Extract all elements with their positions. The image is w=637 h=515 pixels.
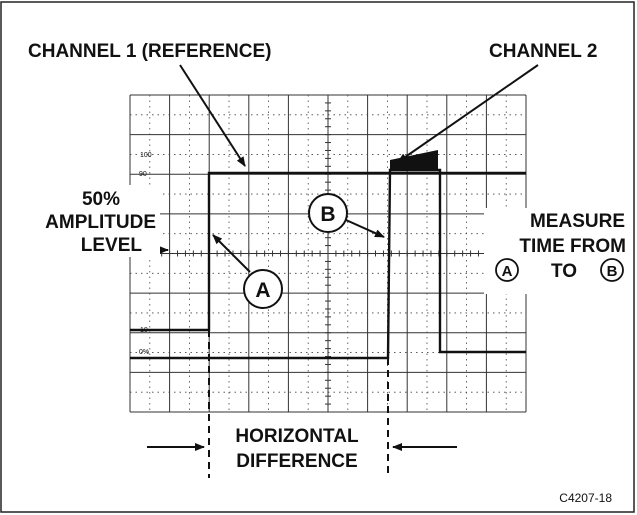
- measure-b-label: B: [607, 263, 618, 280]
- point-a-label: A: [255, 279, 270, 302]
- amplitude-label-line2: AMPLITUDE: [45, 212, 156, 233]
- mark-90: 90: [139, 171, 147, 178]
- channel1-trace: [130, 171, 526, 332]
- mark-100: 100: [140, 152, 152, 159]
- measure-a-label: A: [502, 263, 513, 280]
- measure-label-line2: TIME FROM: [519, 236, 626, 257]
- channel2-label: CHANNEL 2: [489, 41, 597, 62]
- point-a-arrow: [212, 234, 251, 273]
- graticule: [129, 94, 527, 413]
- channel2-overshoot: [390, 150, 438, 170]
- point-a-circle: [243, 269, 283, 309]
- channel1-label: CHANNEL 1 (REFERENCE): [28, 41, 272, 62]
- point-b-circle: [308, 193, 348, 233]
- amplitude-label-bg: [10, 185, 160, 257]
- measure-a-circle: [495, 258, 519, 282]
- channel2-arrow: [397, 64, 539, 163]
- measure-label-line1: MEASURE: [530, 211, 625, 232]
- amplitude-label-line3: LEVEL: [81, 235, 143, 256]
- point-b-arrow: [345, 219, 385, 238]
- channel1-arrow: [179, 64, 246, 167]
- measure-to-label: TO: [551, 261, 577, 282]
- point-b-label: B: [320, 203, 335, 226]
- horizontal-label-line2: DIFFERENCE: [236, 451, 357, 472]
- horizontal-label-line1: HORIZONTAL: [235, 426, 359, 447]
- figure-code: C4207-18: [559, 491, 612, 505]
- amplitude-label-line1: 50%: [82, 189, 120, 210]
- measure-b-circle: [600, 258, 624, 282]
- mark-0: 0%: [139, 349, 149, 356]
